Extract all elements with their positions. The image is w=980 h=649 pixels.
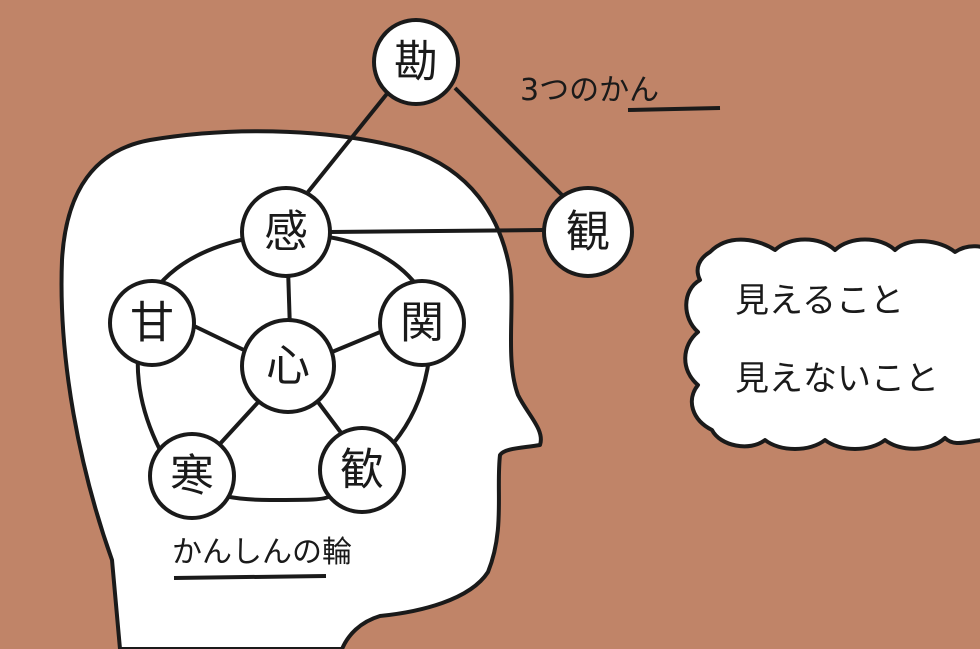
edge-left-right: [329, 228, 544, 234]
bubble-line-2: 見えないこと: [735, 359, 939, 399]
node-kan-right: 観: [542, 186, 634, 278]
node-wheel-upper-left: 甘: [108, 279, 196, 367]
node-kan-right-label: 観: [566, 207, 610, 258]
wheel-label: かんしんの輪: [172, 535, 352, 570]
edge-top-left: [306, 88, 392, 194]
bubble-line-1: 見えること: [735, 281, 904, 321]
node-wheel-lower-left: 寒: [148, 432, 236, 520]
node-wheel-upper-right-label: 関: [400, 298, 444, 349]
node-wheel-lower-left-label: 寒: [170, 451, 214, 502]
node-wheel-upper-left-label: 甘: [130, 298, 174, 349]
node-wheel-lower-right: 歓: [318, 426, 406, 514]
spoke-upper-right: [331, 328, 386, 354]
triangle-label: 3つのかん: [520, 73, 659, 108]
triangle-label-underline: [627, 106, 721, 112]
spoke-upper-left: [191, 323, 249, 354]
node-kan-top: 勘: [372, 18, 460, 106]
node-wheel-top-label: 感: [264, 207, 308, 258]
node-kan-top-label: 勘: [394, 37, 438, 88]
edge-top-right: [453, 86, 567, 200]
spoke-lower-left: [216, 396, 264, 448]
node-wheel-center: 心: [240, 318, 336, 414]
wheel-label-underline: [173, 574, 327, 580]
node-wheel-lower-right-label: 歓: [340, 445, 384, 496]
node-wheel-center-label: 心: [266, 341, 310, 392]
speech-bubble: [683, 237, 980, 451]
node-wheel-upper-right: 関: [378, 279, 466, 367]
node-wheel-top: 感: [240, 186, 332, 278]
